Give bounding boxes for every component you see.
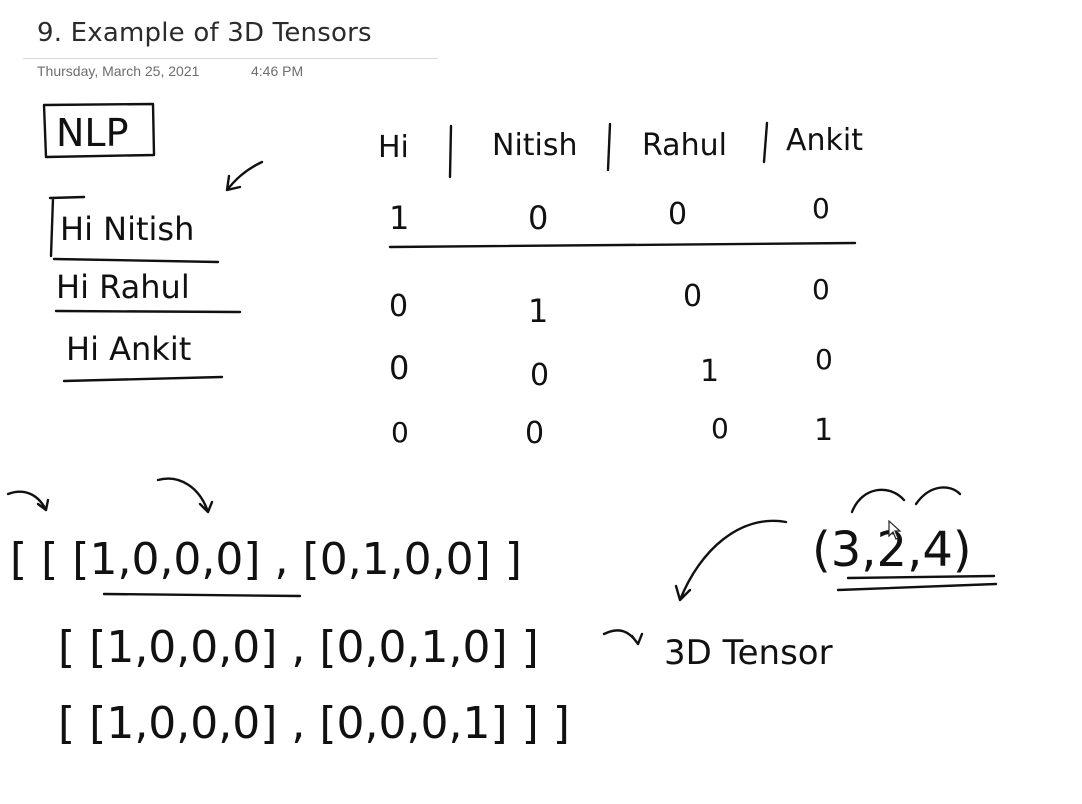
arrow-left-curl <box>6 490 50 512</box>
shape-curl-1 <box>850 488 906 514</box>
page-time: 4:46 PM <box>251 63 304 79</box>
enc-r2-c1: 0 <box>389 289 408 324</box>
enc-r3-c2: 0 <box>530 358 549 393</box>
tensor-label: 3D Tensor <box>664 633 833 673</box>
shape-curl-2 <box>914 486 962 506</box>
enc-r2-c3: 0 <box>683 279 702 314</box>
tensor-3d: [ [ [1,0,0,0] , [0,1,0,0] ] [ [1,0,0,0] … <box>10 534 570 749</box>
encoding-matrix: 1 0 0 0 0 1 0 0 0 0 1 0 0 0 0 1 <box>388 192 857 451</box>
enc-r1-c1: 1 <box>389 199 409 237</box>
arrow-top-curl <box>156 477 214 514</box>
enc-r1-c2: 0 <box>528 199 548 237</box>
sentence-list: Hi Nitish Hi Rahul Hi Ankit <box>48 195 242 383</box>
enc-r2-c2: 1 <box>528 292 548 330</box>
enc-r3-c4: 0 <box>815 343 833 376</box>
enc-r1-c3: 0 <box>668 197 687 232</box>
sentence-1: Hi Nitish <box>60 210 194 248</box>
enc-r4-c3: 0 <box>711 412 729 445</box>
arrow-from-shape <box>674 519 788 602</box>
arrow-to-tensor-label <box>602 629 644 646</box>
vocab-header: Hi Nitish Rahul Ankit <box>378 121 863 179</box>
enc-r3-c3: 1 <box>700 354 719 389</box>
enc-r2-c4: 0 <box>812 273 830 306</box>
vocab-word-1: Hi <box>378 130 409 165</box>
enc-r4-c1: 0 <box>391 416 409 449</box>
vocab-word-4: Ankit <box>786 123 863 158</box>
arrow-to-sentence <box>225 160 264 192</box>
enc-r3-c1: 0 <box>389 349 409 387</box>
sentence-2: Hi Rahul <box>56 268 190 306</box>
page-date: Thursday, March 25, 2021 <box>37 63 200 79</box>
nlp-label: NLP <box>56 111 129 155</box>
title-divider <box>23 58 438 59</box>
tensor-row-1: [ [ [1,0,0,0] , [0,1,0,0] ] <box>10 534 522 585</box>
tensor-row-3: [ [1,0,0,0] , [0,0,0,1] ] ] <box>58 698 570 749</box>
enc-r1-c4: 0 <box>812 192 830 225</box>
enc-r4-c2: 0 <box>525 416 544 451</box>
shape-underline <box>836 574 998 592</box>
page-title: 9. Example of 3D Tensors <box>37 18 372 48</box>
enc-r4-c4: 1 <box>814 413 833 448</box>
mouse-cursor-icon <box>888 519 902 545</box>
sentence-3: Hi Ankit <box>66 330 191 368</box>
nlp-box: NLP <box>42 102 156 159</box>
tensor-row-2: [ [1,0,0,0] , [0,0,1,0] ] <box>58 622 539 673</box>
vocab-word-2: Nitish <box>492 128 578 163</box>
vocab-word-3: Rahul <box>642 128 727 163</box>
